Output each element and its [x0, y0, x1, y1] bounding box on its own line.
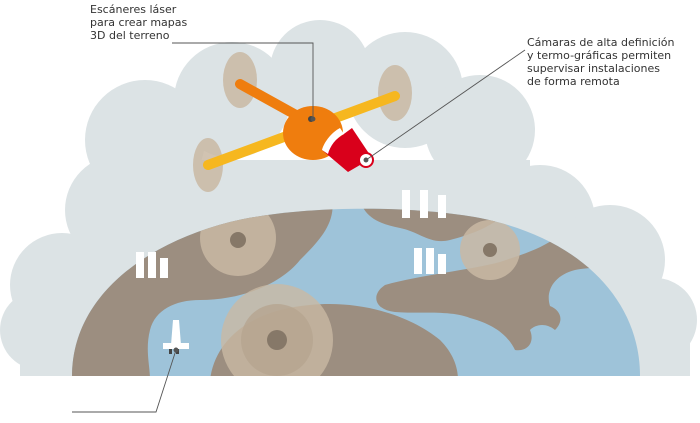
factory-icon — [414, 248, 446, 274]
leader-line-scanners — [172, 42, 314, 119]
leader-line-cameras — [365, 49, 526, 161]
factory-icon — [136, 252, 168, 278]
factory-icon — [402, 190, 446, 218]
scan-area-right — [460, 220, 520, 280]
leader-line-platform — [72, 349, 177, 413]
annotation-scanners: Escáneres láser para crear mapas 3D del … — [90, 3, 188, 42]
drone-icon — [193, 52, 412, 192]
annotation-cameras: Cámaras de alta definición y termo-gráfi… — [527, 36, 675, 88]
camera-icon — [322, 128, 374, 172]
leader-lines — [72, 42, 526, 413]
scan-area-bottom — [221, 284, 333, 376]
